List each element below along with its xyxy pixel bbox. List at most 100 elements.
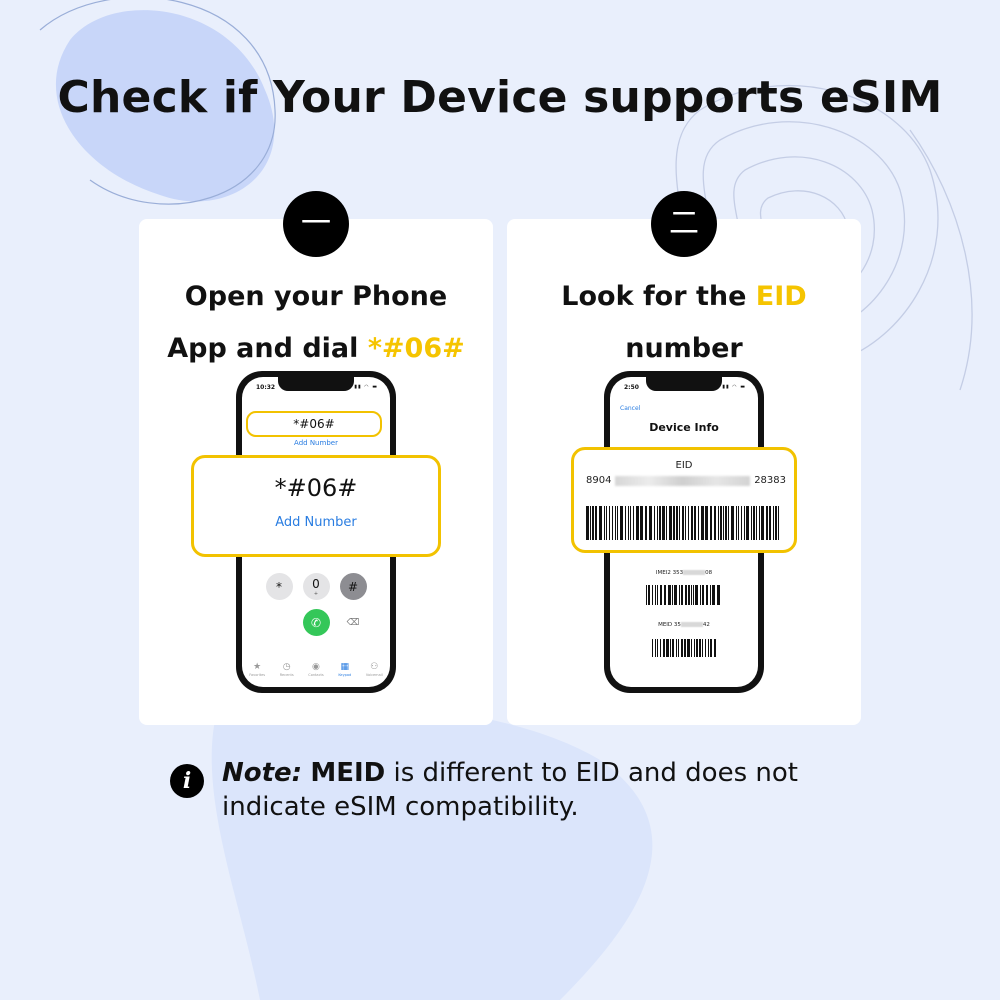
key-zero[interactable]: 0+ — [302, 573, 330, 600]
barcode-bar — [682, 506, 684, 540]
tab-label: Contacts — [308, 673, 324, 677]
barcode-bar — [684, 639, 686, 657]
phone-icon: ✆ — [310, 615, 322, 630]
barcode-bar — [691, 639, 692, 657]
tab-favorites[interactable]: ★Favorites — [249, 662, 265, 677]
step-1-badge: 一 — [283, 191, 349, 257]
zoom-add-number: Add Number — [275, 515, 357, 530]
barcode-bar — [712, 585, 715, 605]
barcode-bar — [731, 506, 734, 540]
imei2-suffix: 08 — [705, 570, 713, 576]
tab-recents[interactable]: ◷Recents — [280, 662, 294, 677]
barcode-bar — [714, 639, 716, 657]
status-icons: ▮▮ ◠ ▬ — [722, 384, 746, 390]
barcode-bar — [710, 506, 712, 540]
device-info-title: Device Info — [649, 421, 719, 434]
barcode-bar — [694, 639, 695, 657]
voicemail-icon: ⚇ — [370, 662, 379, 672]
barcode-bar — [660, 639, 661, 657]
key-star[interactable]: * — [265, 573, 293, 600]
barcode-bar — [753, 506, 755, 540]
status-time: 10:32 — [256, 384, 276, 391]
dial-zoom-callout: *#06# Add Number — [191, 455, 441, 557]
dial-display[interactable]: *#06# — [246, 411, 382, 437]
phone-notch — [646, 377, 722, 391]
barcode-bar — [592, 506, 594, 540]
barcode-bar — [676, 639, 677, 657]
key-zero-label: 0 — [312, 576, 320, 591]
tab-label: Keypad — [338, 673, 352, 677]
barcode-bar — [662, 506, 665, 540]
barcode-bar — [693, 585, 694, 605]
eid-label: EID — [675, 460, 693, 471]
tab-contacts[interactable]: ◉Contacts — [308, 662, 323, 677]
barcode-bar — [691, 585, 692, 605]
delete-button[interactable]: ⌫ — [340, 609, 367, 636]
note-meid: MEID — [310, 758, 386, 788]
barcode-bar — [718, 506, 719, 540]
barcode-bar — [595, 506, 597, 540]
barcode-bar — [685, 506, 686, 540]
barcode-bar — [617, 506, 618, 540]
barcode-bar — [679, 585, 680, 605]
barcode-bar — [679, 506, 680, 540]
step-2-heading-text: Look for the — [561, 281, 756, 312]
barcode-bar — [706, 585, 708, 605]
barcode-bar — [717, 585, 720, 605]
step-2-heading: Look for the EID number — [507, 271, 861, 375]
eid-barcode — [586, 506, 779, 540]
barcode-bar — [710, 639, 712, 657]
barcode-bar — [681, 639, 683, 657]
barcode-bar — [657, 506, 658, 540]
barcode-bar — [655, 639, 656, 657]
barcode-bar — [710, 585, 711, 605]
cancel-button[interactable]: Cancel — [620, 405, 641, 412]
barcode-bar — [612, 506, 613, 540]
call-button[interactable]: ✆ — [302, 609, 330, 636]
barcode-bar — [659, 506, 661, 540]
key-hash[interactable]: # — [339, 573, 367, 600]
step-1-heading: Open your Phone App and dial *#06# — [139, 271, 493, 375]
eid-number: 8904 28383 — [586, 475, 786, 486]
barcode-bar — [756, 506, 757, 540]
step-2-heading-line1: Look for the EID — [507, 271, 861, 323]
imei2-redacted — [683, 570, 706, 575]
barcode-bar — [645, 506, 647, 540]
barcode-bar — [620, 506, 623, 540]
imei2-line: IMEI2 353 08 — [610, 570, 758, 576]
barcode-bar — [604, 506, 605, 540]
barcode-bar — [761, 506, 764, 540]
barcode-bar — [775, 506, 777, 540]
step-2-heading-line2: number — [625, 333, 743, 364]
meid-prefix: MEID 35 — [658, 622, 681, 628]
tab-voicemail[interactable]: ⚇Voicemail — [366, 662, 383, 677]
barcode-bar — [655, 585, 656, 605]
barcode-bar — [736, 506, 737, 540]
barcode-bar — [606, 506, 607, 540]
barcode-bar — [660, 585, 662, 605]
info-icon: i — [170, 764, 204, 798]
barcode-bar — [688, 506, 689, 540]
barcode-bar — [646, 585, 647, 605]
barcode-bar — [701, 506, 704, 540]
eid-suffix: 28383 — [754, 475, 786, 486]
star-icon: ★ — [253, 662, 262, 672]
eid-prefix: 8904 — [586, 475, 612, 486]
barcode-bar — [723, 506, 724, 540]
note-body: is different to EID and does not indicat… — [222, 758, 798, 822]
status-time: 2:50 — [624, 384, 639, 391]
backspace-icon: ⌫ — [346, 617, 360, 628]
imei2-prefix: IMEI2 353 — [655, 570, 684, 576]
barcode-bar — [625, 506, 626, 540]
barcode-bar — [769, 506, 771, 540]
barcode-bar — [698, 506, 699, 540]
tab-label: Favorites — [249, 673, 266, 677]
barcode-bar — [759, 506, 760, 540]
tab-keypad[interactable]: ▦Keypad — [338, 662, 351, 677]
barcode-bar — [725, 506, 727, 540]
barcode-bar — [649, 506, 652, 540]
barcode-bar — [657, 639, 658, 657]
key-zero-sub: + — [313, 590, 319, 597]
add-number-link[interactable]: Add Number — [294, 439, 338, 447]
step-2-badge: 二 — [651, 191, 717, 257]
